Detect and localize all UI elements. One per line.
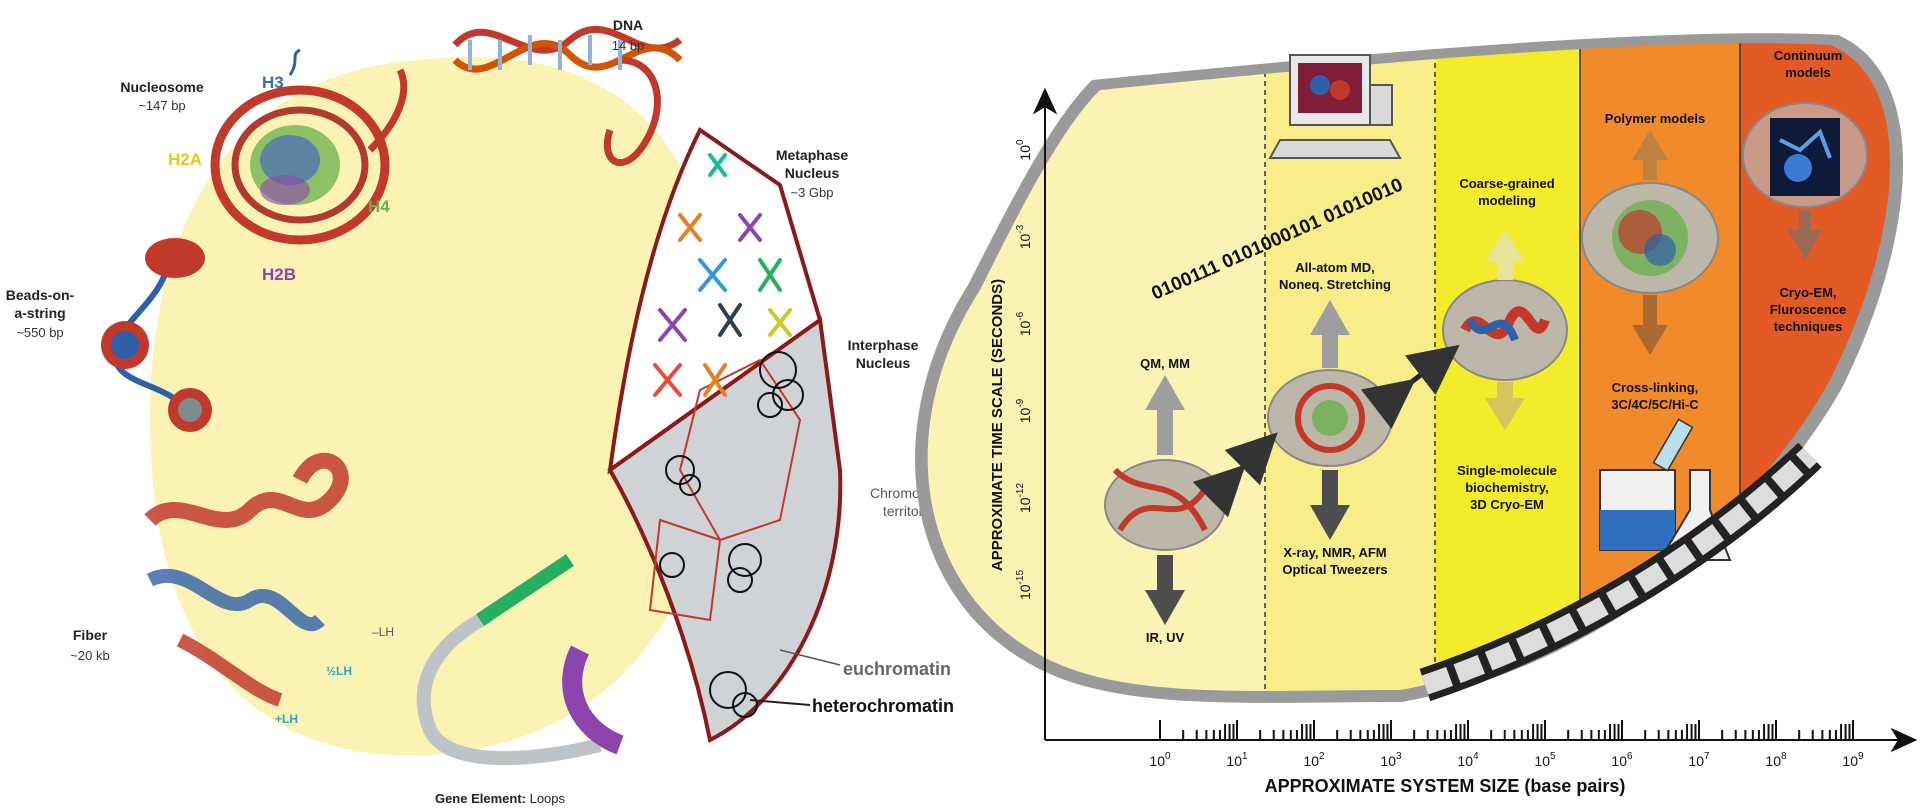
fiber-illustration <box>144 452 349 707</box>
dna-title: DNA <box>613 17 643 33</box>
beads-title-line1: Beads-on- <box>6 287 75 303</box>
dna-scale-ellipse <box>1104 459 1226 551</box>
continuum-label-line1: Continuum <box>1774 48 1843 63</box>
y-tick-labels: 100 10-3 10-6 10-9 10-12 10-15 <box>1015 139 1033 600</box>
metaphase-size: ~3 Gbp <box>790 185 833 200</box>
x-tick-label: 101 <box>1226 751 1248 769</box>
nucleus-background <box>150 57 722 756</box>
interphase-title-line2: Nucleus <box>856 355 911 371</box>
beads-on-string-illustration <box>101 238 212 432</box>
fiber-plus-lh-label: +LH <box>275 712 298 726</box>
nucleosome-title: Nucleosome <box>120 79 203 95</box>
histone-h2b-label: H2B <box>262 265 296 284</box>
y-axis-label: APPROXIMATE TIME SCALE (SECONDS) <box>989 279 1006 571</box>
polymer-label: Polymer models <box>1605 111 1705 126</box>
interphase-title-line1: Interphase <box>848 337 919 353</box>
cg-scale-ellipse <box>1442 279 1568 381</box>
gene-element-caption: Gene Element: Loops <box>435 791 566 806</box>
cryoem-label-line1: Cryo-EM, <box>1779 285 1836 300</box>
gene-element-loop-illustration <box>416 554 624 766</box>
histone-h3-label: H3 <box>262 73 284 92</box>
xray-label-line2: Optical Tweezers <box>1282 562 1387 577</box>
continuum-label-line2: models <box>1785 65 1831 80</box>
x-tick-label: 100 <box>1149 751 1171 769</box>
ir-uv-label: IR, UV <box>1146 630 1185 645</box>
cryoem-label-line3: techniques <box>1774 319 1843 334</box>
axes <box>1032 87 1918 753</box>
cryoem-label-line2: Fluroscence <box>1770 302 1847 317</box>
x-tick-label: 105 <box>1534 751 1556 769</box>
x-tick-label: 102 <box>1303 751 1325 769</box>
interphase-region <box>607 316 843 743</box>
x-axis-arrowhead <box>1890 727 1918 753</box>
sm-label-line2: biochemistry, <box>1465 480 1549 495</box>
x-tick-label: 108 <box>1765 751 1787 769</box>
metaphase-title-line1: Metaphase <box>776 147 849 163</box>
computer-icon <box>1268 54 1402 159</box>
dna-helix-illustration <box>452 25 683 166</box>
histone-h4-label: H4 <box>368 197 390 216</box>
euchromatin-label: euchromatin <box>843 659 951 679</box>
y-axis-arrowhead <box>1032 87 1058 115</box>
nucleosome-illustration <box>210 48 408 245</box>
method-range-arrows <box>1145 130 1822 625</box>
allatom-label-line2: Noneq. Stretching <box>1279 277 1391 292</box>
y-tick-label: 10-6 <box>1015 311 1033 336</box>
crosslink-label-line1: Cross-linking, <box>1612 380 1699 395</box>
gene-element-rest: Loops <box>526 791 566 806</box>
sm-label-line3: 3D Cryo-EM <box>1470 497 1544 512</box>
x-axis-label: APPROXIMATE SYSTEM SIZE (base pairs) <box>1265 776 1626 796</box>
qm-label: QM, MM <box>1140 356 1190 371</box>
x-tick-label: 103 <box>1380 751 1402 769</box>
cg-label-line1: Coarse-grained <box>1459 176 1554 191</box>
x-tick-label: 104 <box>1457 751 1479 769</box>
multiscale-methods-panel: 0100111 0101000101 01010010 <box>915 33 1918 796</box>
dna-size: 14 bp <box>612 38 645 53</box>
heterochromatin-label: heterochromatin <box>812 696 954 716</box>
lab-glassware-icon <box>1599 418 1732 561</box>
y-tick-label: 10-12 <box>1015 483 1033 513</box>
fiber-half-lh-label: ½LH <box>326 664 352 678</box>
nucleosome-scale-ellipse <box>1267 369 1393 467</box>
allatom-label-line1: All-atom MD, <box>1295 260 1374 275</box>
xray-label-line1: X-ray, NMR, AFM <box>1283 545 1386 560</box>
film-strip <box>1419 442 1822 702</box>
fiber-size: ~20 kb <box>70 648 109 663</box>
cg-label-line2: modeling <box>1478 193 1536 208</box>
chromatin-hierarchy-panel: DNA 14 bp Nucleosome ~147 bp H3 H2A H4 H… <box>6 17 954 806</box>
continuum-scale-ellipse <box>1742 102 1868 208</box>
metaphase-title-line2: Nucleus <box>785 165 840 181</box>
beads-title-line2: a-string <box>14 305 65 321</box>
y-tick-label: 10-15 <box>1015 570 1033 600</box>
fiber-minus-lh-label: –LH <box>372 625 394 639</box>
y-tick-label: 100 <box>1015 139 1033 161</box>
x-tick-label: 109 <box>1842 751 1864 769</box>
y-tick-label: 10-9 <box>1015 398 1033 423</box>
scale-connector-arrows <box>1192 344 1460 518</box>
beads-size: ~550 bp <box>16 325 63 340</box>
nucleus-wedge <box>607 127 843 743</box>
x-tick-label: 107 <box>1688 751 1710 769</box>
nucleosome-size: ~147 bp <box>138 98 185 113</box>
fiber-title: Fiber <box>73 627 108 643</box>
x-minor-ticks <box>1159 720 1854 740</box>
polymer-scale-ellipse <box>1581 182 1719 294</box>
y-tick-label: 10-3 <box>1015 224 1033 249</box>
x-tick-label: 106 <box>1611 751 1633 769</box>
gene-element-bold: Gene Element: <box>435 791 526 806</box>
histone-h2a-label: H2A <box>168 150 202 169</box>
crosslink-label-line2: 3C/4C/5C/Hi-C <box>1611 397 1699 412</box>
x-tick-labels: 100 101 102 103 104 105 106 107 108 109 <box>1149 751 1864 769</box>
sm-label-line1: Single-molecule <box>1457 463 1557 478</box>
